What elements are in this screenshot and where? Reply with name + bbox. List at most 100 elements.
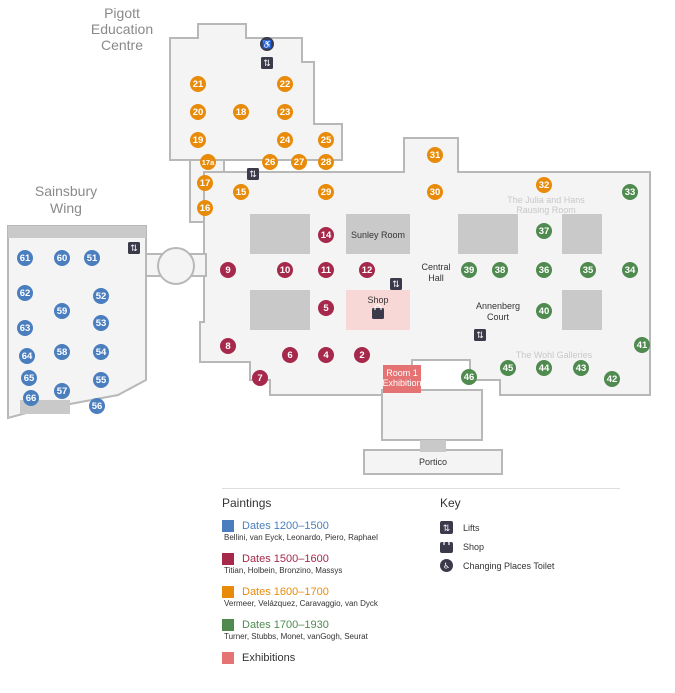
legend-label: Dates 1700–1930 — [242, 618, 329, 631]
room-marker-37[interactable] — [536, 223, 552, 239]
room-marker-65[interactable] — [21, 370, 37, 386]
room-marker-21[interactable] — [190, 76, 206, 92]
paintings-title: Paintings — [222, 496, 272, 510]
room-marker-16[interactable] — [197, 200, 213, 216]
room-marker-17a[interactable] — [200, 154, 216, 170]
room-number-64: 64 — [22, 351, 33, 362]
rausing-room-label: The Julia and Hans — [507, 195, 585, 205]
shop-label: Shop — [367, 295, 388, 305]
room-marker-53[interactable] — [93, 315, 109, 331]
legend-swatch — [222, 651, 234, 664]
room-marker-59[interactable] — [54, 303, 70, 319]
room-marker-23[interactable] — [277, 104, 293, 120]
central-hall-label: Central — [421, 262, 450, 272]
room-marker-11[interactable] — [318, 262, 334, 278]
room-number-61: 61 — [20, 253, 31, 264]
sainsbury-label: Sainsbury — [35, 183, 97, 199]
room-number-59: 59 — [57, 306, 68, 317]
room-marker-58[interactable] — [54, 344, 70, 360]
room-number-46: 46 — [464, 372, 475, 383]
room-marker-45[interactable] — [500, 360, 516, 376]
room-marker-61[interactable] — [17, 250, 33, 266]
room-marker-8[interactable] — [220, 338, 236, 354]
room-number-22: 22 — [280, 79, 291, 90]
room-number-52: 52 — [96, 291, 107, 302]
legend-divider — [222, 488, 620, 489]
room-marker-36[interactable] — [536, 262, 552, 278]
legend-artists: Turner, Stubbs, Monet, vanGogh, Seurat — [224, 632, 368, 641]
room-number-23: 23 — [280, 107, 291, 118]
room-marker-60[interactable] — [54, 250, 70, 266]
room-marker-51[interactable] — [84, 250, 100, 266]
room-marker-63[interactable] — [17, 320, 33, 336]
room-marker-39[interactable] — [461, 262, 477, 278]
room-marker-52[interactable] — [93, 288, 109, 304]
key-label: Changing Places Toilet — [463, 560, 555, 571]
svg-text:⇅: ⇅ — [249, 169, 257, 179]
room-marker-12[interactable] — [359, 262, 375, 278]
room-marker-42[interactable] — [604, 371, 620, 387]
room1-label: Room 1 — [386, 368, 418, 378]
room-marker-41[interactable] — [634, 337, 650, 353]
pigott-label-3: Centre — [101, 37, 143, 53]
room-marker-30[interactable] — [427, 184, 443, 200]
room-marker-26[interactable] — [262, 154, 278, 170]
changing-places-toilet-icon: ♿ — [440, 559, 453, 572]
svg-text:♿: ♿ — [262, 39, 272, 49]
room-marker-38[interactable] — [492, 262, 508, 278]
room-marker-29[interactable] — [318, 184, 334, 200]
room-marker-33[interactable] — [622, 184, 638, 200]
room-marker-25[interactable] — [318, 132, 334, 148]
room-marker-66[interactable] — [23, 390, 39, 406]
room-marker-7[interactable] — [252, 370, 268, 386]
room-number-58: 58 — [57, 347, 68, 358]
room-marker-14[interactable] — [318, 227, 334, 243]
room-marker-44[interactable] — [536, 360, 552, 376]
room-marker-31[interactable] — [427, 147, 443, 163]
room-marker-64[interactable] — [19, 348, 35, 364]
room-marker-22[interactable] — [277, 76, 293, 92]
room-marker-19[interactable] — [190, 132, 206, 148]
room-marker-20[interactable] — [190, 104, 206, 120]
room-marker-9[interactable] — [220, 262, 236, 278]
room-marker-34[interactable] — [622, 262, 638, 278]
room-marker-4[interactable] — [318, 347, 334, 363]
room-number-37: 37 — [539, 226, 550, 237]
room-number-15: 15 — [236, 187, 247, 198]
room-marker-27[interactable] — [291, 154, 307, 170]
room-marker-55[interactable] — [93, 372, 109, 388]
room-marker-2[interactable] — [354, 347, 370, 363]
room-marker-17[interactable] — [197, 175, 213, 191]
room-number-24: 24 — [280, 135, 291, 146]
room-number-8: 8 — [225, 341, 230, 352]
room-marker-40[interactable] — [536, 303, 552, 319]
room-marker-43[interactable] — [573, 360, 589, 376]
room-number-53: 53 — [96, 318, 107, 329]
room-number-43: 43 — [576, 363, 587, 374]
room-marker-35[interactable] — [580, 262, 596, 278]
room-marker-28[interactable] — [318, 154, 334, 170]
pigott-label-2: Education — [91, 21, 153, 37]
legend-label: Dates 1600–1700 — [242, 585, 329, 598]
room-marker-15[interactable] — [233, 184, 249, 200]
room-marker-5[interactable] — [318, 300, 334, 316]
room-number-45: 45 — [503, 363, 514, 374]
room-marker-62[interactable] — [17, 285, 33, 301]
room-marker-32[interactable] — [536, 177, 552, 193]
svg-text:⇅: ⇅ — [443, 523, 451, 533]
legend-artists: Bellini, van Eyck, Leonardo, Piero, Raph… — [224, 533, 378, 542]
room-marker-54[interactable] — [93, 344, 109, 360]
room-marker-24[interactable] — [277, 132, 293, 148]
room-marker-46[interactable] — [461, 369, 477, 385]
room-number-20: 20 — [193, 107, 204, 118]
room-marker-18[interactable] — [233, 104, 249, 120]
room-marker-10[interactable] — [277, 262, 293, 278]
room-1-exhibition[interactable] — [383, 365, 421, 393]
sainsbury-label-2: Wing — [50, 200, 82, 216]
room-marker-6[interactable] — [282, 347, 298, 363]
legend-row-dates-1500-1600: Dates 1500–1600 — [222, 551, 622, 566]
room-marker-56[interactable] — [89, 398, 105, 414]
legend-label: Dates 1500–1600 — [242, 552, 329, 565]
room-marker-57[interactable] — [54, 383, 70, 399]
